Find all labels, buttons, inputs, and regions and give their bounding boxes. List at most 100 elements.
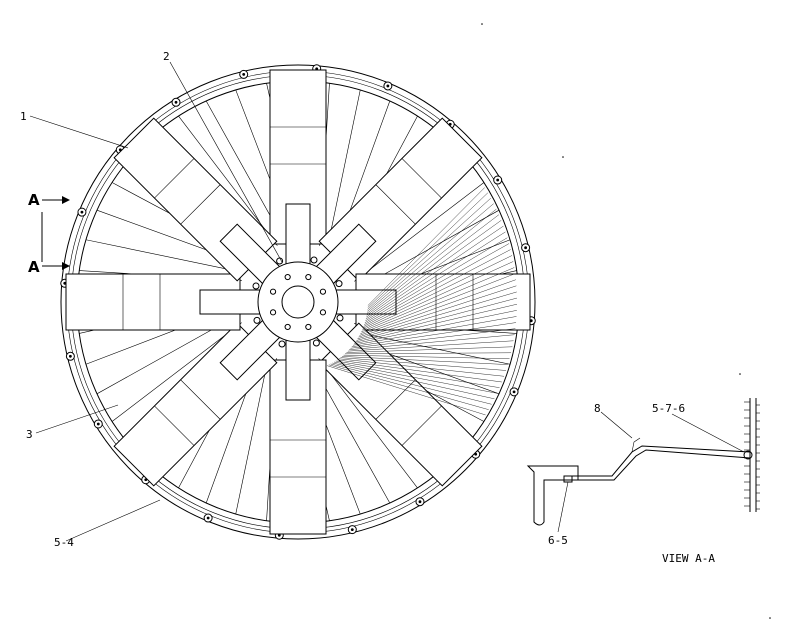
shade-line bbox=[333, 361, 498, 394]
shade-line bbox=[353, 316, 517, 346]
fan-blade bbox=[311, 315, 483, 487]
shade-line bbox=[351, 322, 517, 347]
callout-5-7-6: 5-7-6 bbox=[652, 402, 685, 415]
shade-line bbox=[357, 291, 517, 340]
hub-bolt bbox=[284, 273, 291, 281]
guard-wire bbox=[326, 89, 361, 250]
shade-line bbox=[366, 214, 499, 316]
shade-line bbox=[347, 340, 514, 352]
rim-clip-hole bbox=[529, 319, 533, 323]
shade-line bbox=[361, 267, 515, 333]
hub-bolt bbox=[269, 288, 277, 295]
scan-marks bbox=[481, 23, 771, 619]
rim-clip-hole bbox=[174, 100, 178, 104]
fan-blade bbox=[311, 117, 483, 289]
shade-line bbox=[362, 255, 513, 329]
shade-line bbox=[332, 362, 495, 400]
shade-line bbox=[356, 297, 518, 341]
callout-2: 2 bbox=[163, 50, 170, 63]
shade-line bbox=[367, 198, 491, 310]
fan-blade bbox=[113, 117, 285, 289]
shade-line bbox=[355, 303, 518, 343]
shade-line bbox=[367, 203, 494, 312]
hub-bolt bbox=[284, 323, 291, 331]
callout-leaders bbox=[29, 61, 745, 542]
guard-wire bbox=[111, 322, 242, 422]
shade-line bbox=[364, 243, 510, 325]
shade-line bbox=[367, 192, 488, 308]
shade-line bbox=[364, 237, 508, 323]
shade-line bbox=[366, 220, 502, 318]
rim-clip-hole bbox=[386, 84, 390, 88]
rim-clip-hole bbox=[418, 500, 422, 504]
shade-line bbox=[343, 354, 510, 359]
callout-6-5: 6-5 bbox=[548, 534, 568, 547]
guard-wire bbox=[318, 358, 418, 489]
shade-line bbox=[337, 359, 502, 383]
hub-bolt bbox=[269, 309, 277, 316]
callout-labels: 1 2 3 5-4 8 5-7-6 6-5 bbox=[20, 50, 685, 549]
guard-shading bbox=[327, 187, 518, 416]
hub-bolt bbox=[305, 323, 312, 331]
rim-clip-hole bbox=[80, 210, 84, 214]
rim-clip-hole bbox=[206, 516, 210, 520]
rim-clips bbox=[60, 64, 536, 540]
shade-line bbox=[350, 328, 516, 349]
callout-3: 3 bbox=[26, 428, 33, 441]
section-marker-top-label: A bbox=[28, 191, 40, 209]
rim-clip-hole bbox=[277, 533, 281, 537]
fan-blade bbox=[113, 315, 285, 487]
shade-line bbox=[345, 352, 512, 355]
shade-line bbox=[360, 273, 516, 334]
rim-clip-hole bbox=[512, 390, 516, 394]
section-marker: A A bbox=[28, 191, 70, 276]
callout-8: 8 bbox=[594, 402, 601, 415]
callout-1: 1 bbox=[20, 110, 27, 123]
fan-blade bbox=[329, 273, 531, 331]
shade-line bbox=[338, 358, 505, 377]
guard-wire bbox=[354, 182, 485, 282]
callout-5-4: 5-4 bbox=[54, 536, 74, 549]
fan-hub bbox=[257, 261, 339, 343]
shade-line bbox=[330, 363, 492, 405]
shade-line bbox=[346, 346, 513, 353]
hub-bolt bbox=[305, 273, 312, 281]
shade-line bbox=[365, 225, 504, 320]
rim-clip-hole bbox=[524, 246, 528, 250]
rim-clip-hole bbox=[96, 422, 100, 426]
rim-clip-hole bbox=[68, 354, 72, 358]
guard-wire bbox=[235, 354, 270, 515]
shade-line bbox=[349, 334, 515, 350]
hub-bolt bbox=[319, 288, 327, 295]
rim-clip-hole bbox=[496, 178, 500, 182]
fan-blade bbox=[65, 273, 267, 331]
shade-line bbox=[366, 208, 497, 314]
guard-wire bbox=[350, 330, 511, 365]
shade-line bbox=[340, 357, 507, 371]
fan-blade bbox=[269, 69, 327, 271]
shade-line bbox=[367, 187, 485, 306]
shade-line bbox=[362, 261, 514, 331]
shade-line bbox=[359, 279, 516, 336]
guard-wire bbox=[85, 239, 246, 274]
view-caption: VIEW A-A bbox=[662, 552, 715, 565]
shade-line bbox=[328, 364, 489, 410]
shade-line bbox=[363, 249, 511, 327]
shade-line bbox=[354, 310, 517, 344]
guard-edge-wires bbox=[744, 401, 760, 510]
shade-line bbox=[335, 360, 500, 388]
hub-bolt bbox=[319, 309, 327, 316]
fan-blades bbox=[65, 69, 531, 535]
view-a-a-detail: VIEW A-A bbox=[526, 398, 760, 565]
rim-clip-hole bbox=[350, 528, 354, 532]
rim-clip-hole bbox=[242, 72, 246, 76]
shade-line bbox=[358, 285, 517, 338]
shade-line bbox=[327, 365, 486, 416]
shade-line bbox=[342, 356, 508, 365]
shade-line bbox=[365, 231, 506, 322]
hub-bolts bbox=[269, 273, 327, 331]
rim-clip-hole bbox=[63, 281, 67, 285]
rim-clip-hole bbox=[315, 67, 319, 71]
fan-blade bbox=[269, 333, 327, 535]
